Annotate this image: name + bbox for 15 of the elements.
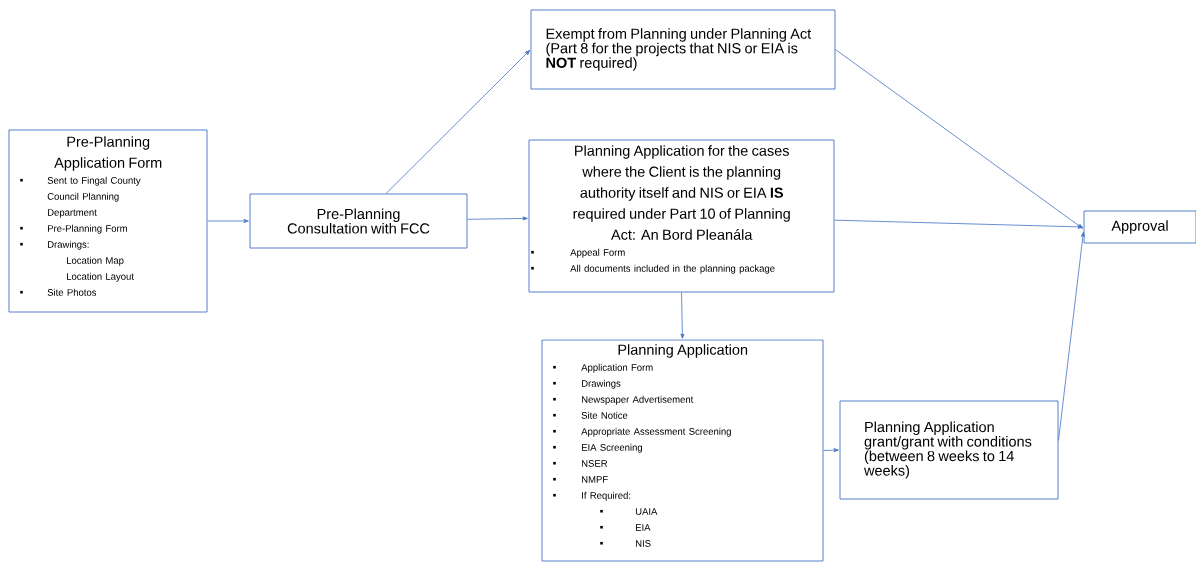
process-box: Approval xyxy=(1083,210,1196,244)
arrow xyxy=(834,219,1083,229)
process-box: Planning Application grant/grant with conditions (between 8 weeks to 14 weeks) xyxy=(839,400,1059,500)
process-box: Planning Application for the cases where the Client is the planning authority itself and NIS or EIA IS required under Part 10 of Planning Act: An Bord Pleanála Appeal Form All documents included in the planning package xyxy=(528,139,835,293)
process-box: Exempt from Planning under Planning Act (Part 8 for the projects that NIS or EIA is NOT required) xyxy=(530,9,836,90)
process-box: Pre-Planning Application Form Sent to Fingal County Council Planning Department Pre-Planning Form Drawings: Location Map Location Layout Site Photos xyxy=(8,129,208,313)
arrow xyxy=(680,292,685,339)
arrow xyxy=(385,49,531,194)
arrow xyxy=(823,448,839,453)
arrow xyxy=(467,216,528,221)
arrow xyxy=(835,49,1083,229)
process-box: Pre-Planning Consultation with FCC xyxy=(249,193,468,249)
arrow xyxy=(207,219,249,223)
process-box: Planning Application Application Form Drawings Newspaper Advertisement Site Notice Appropriate Assessment Screening EIA Screening NSER NMPF If Required: UAIA EIA NIS xyxy=(541,339,824,562)
arrow xyxy=(1058,231,1085,441)
